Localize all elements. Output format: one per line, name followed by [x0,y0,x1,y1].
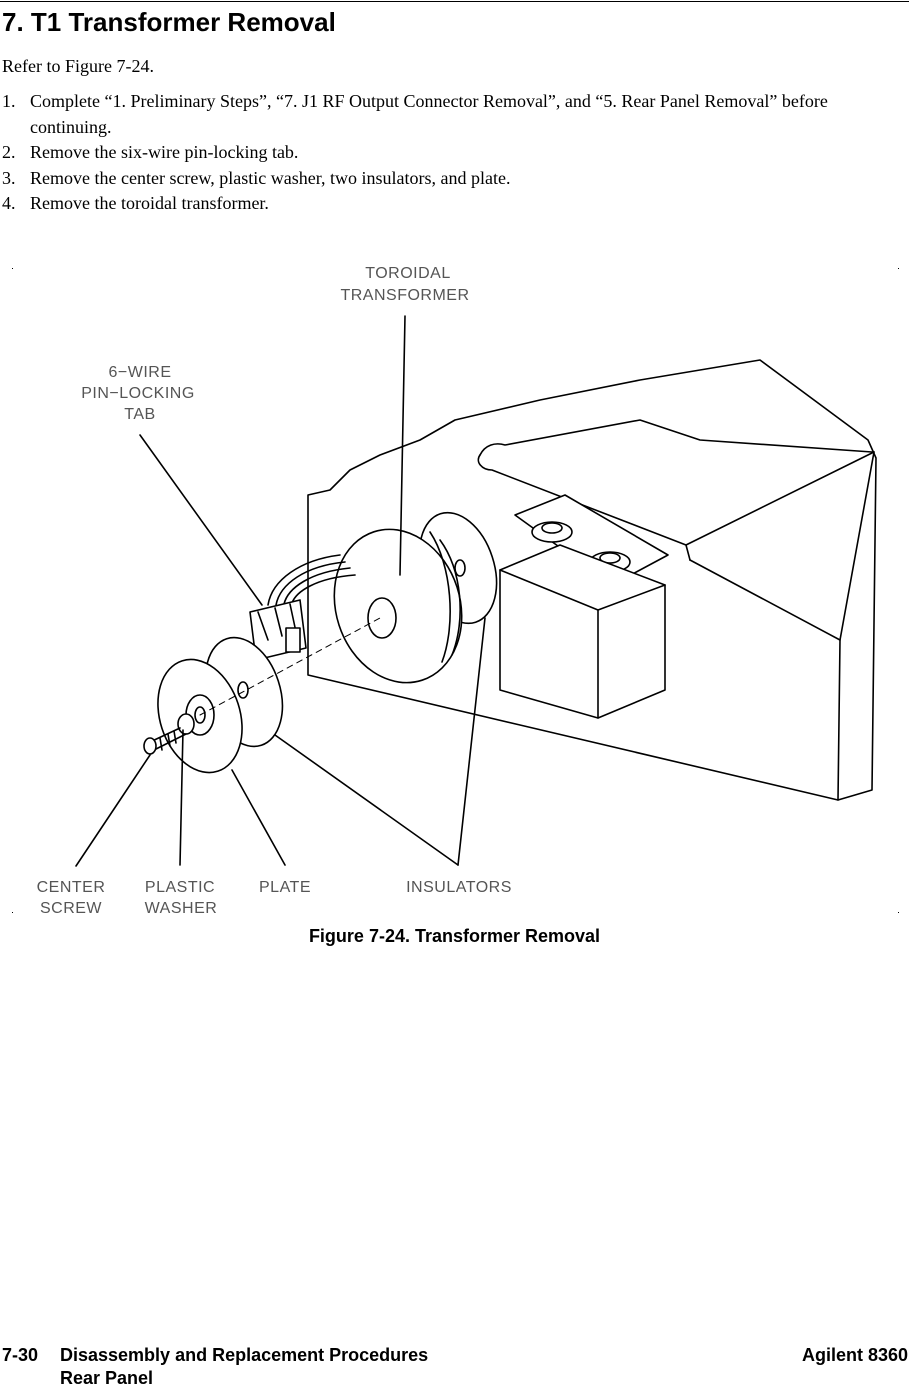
leader-center-screw [75,754,151,867]
step-text: Remove the center screw, plastic washer,… [30,167,511,188]
footer-section: Disassembly and Replacement Procedures [60,1345,429,1365]
label-washer: WASHER [145,900,218,917]
label-toroidal: TOROIDAL [365,265,451,282]
step-number: 2. [2,142,16,162]
step-item: 4. Remove the toroidal transformer. [0,191,900,217]
figure-caption: Figure 7-24. Transformer Removal [308,926,601,946]
center-screw [143,713,195,755]
step-number: 4. [2,193,16,213]
step-number: 1. [2,91,16,111]
intro-text: Refer to Figure 7-24. [2,56,154,76]
step-text: Remove the toroidal transformer. [30,193,269,213]
page-footer: 7-30 Disassembly and Replacement Procedur… [2,1344,908,1390]
step-text: Complete “1. Preliminary Steps”, “7. J1 … [30,91,828,137]
section-heading: 7. T1 Transformer Removal [2,7,336,37]
leader-plate [231,769,286,866]
label-screw: SCREW [40,900,102,917]
procedure-steps: 1. Complete “1. Preliminary Steps”, “7. J… [0,89,900,217]
alignment-line [199,617,381,716]
footer-product: Agilent 8360 [801,1345,908,1365]
label-plastic: PLASTIC [145,879,215,896]
label-tab: TAB [124,406,155,423]
transformer-removal-figure: TOROIDAL TRANSFORMER 6−WIRE PIN−LOCKING … [12,265,899,917]
header-rule [0,1,909,2]
label-6-wire: 6−WIRE [108,364,171,381]
footer-subsection: Rear Panel [60,1368,154,1388]
step-number: 3. [2,167,16,188]
label-transformer: TRANSFORMER [340,287,469,304]
leader-insulator-rear [457,617,486,866]
leader-plastic-washer [179,729,184,866]
chassis-illustration [307,359,877,801]
step-item: 3. Remove the center screw, plastic washe… [0,166,900,192]
leader-toroidal [399,315,406,576]
label-center: CENTER [37,879,106,896]
leader-insulator-front [274,734,459,866]
step-item: 2. Remove the six-wire pin-locking tab. [0,140,900,166]
label-pin-locking: PIN−LOCKING [81,385,195,402]
label-insulators: INSULATORS [406,879,512,896]
label-plate: PLATE [259,879,311,896]
step-text: Remove the six-wire pin-locking tab. [30,142,299,162]
step-item: 1. Complete “1. Preliminary Steps”, “7. J… [0,89,900,140]
page-number: 7-30 [2,1345,39,1365]
leader-pin-locking-tab [139,434,263,606]
toroidal-transformer [333,528,463,684]
